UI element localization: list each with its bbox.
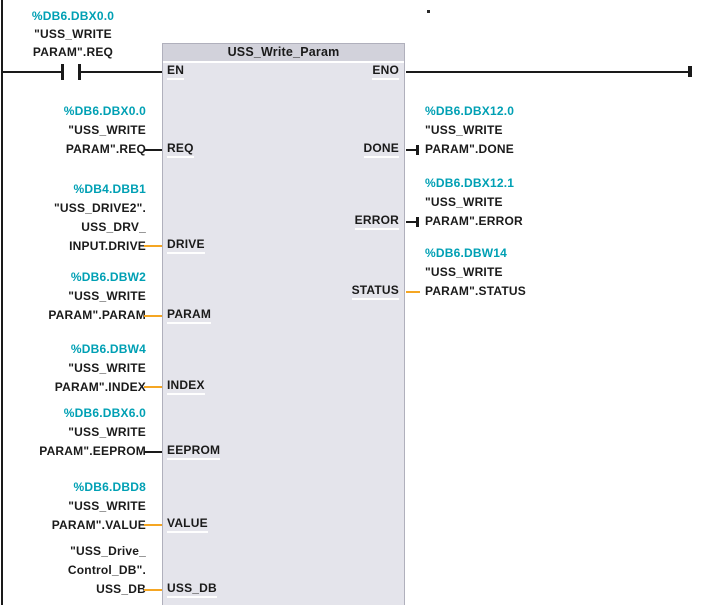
operand-address[interactable]: %DB6.DBX0.0 <box>63 104 146 118</box>
wire-status <box>406 291 420 293</box>
operand-name-line1[interactable]: "USS_WRITE <box>34 27 112 41</box>
operand-address[interactable]: %DB6.DBX0.0 <box>31 9 115 23</box>
operand-name-line1[interactable]: "USS_Drive_ <box>70 544 146 558</box>
pin-eno[interactable]: ENO <box>280 63 399 80</box>
operand-eeprom[interactable]: %DB6.DBX6.0 "USS_WRITE PARAM".EEPROM <box>0 404 146 461</box>
pin-drive[interactable]: DRIVE <box>167 237 205 254</box>
wire-uss-db <box>144 589 162 591</box>
operand-address[interactable]: %DB6.DBX6.0 <box>63 406 146 420</box>
operand-value[interactable]: %DB6.DBD8 "USS_WRITE PARAM".VALUE <box>0 478 146 535</box>
operand-name-line1[interactable]: "USS_WRITE <box>68 499 146 513</box>
wire-drive <box>144 245 162 247</box>
operand-name-line1[interactable]: "USS_WRITE <box>425 123 503 137</box>
block-title[interactable]: USS_Write_Param <box>163 44 404 63</box>
operand-name-line2[interactable]: PARAM".REQ <box>32 45 114 59</box>
comment-dot <box>427 10 430 13</box>
operand-address[interactable]: %DB6.DBW2 <box>70 270 146 284</box>
operand-name-line2[interactable]: PARAM".INDEX <box>54 380 146 394</box>
wire-done <box>406 149 419 151</box>
wire-contact-to-en <box>81 71 162 73</box>
operand-uss-db[interactable]: "USS_Drive_ Control_DB". USS_DB <box>0 542 146 599</box>
pin-status[interactable]: STATUS <box>280 283 399 300</box>
wire-index <box>144 386 162 388</box>
operand-drive[interactable]: %DB4.DBB1 "USS_DRIVE2". USS_DRV_ INPUT.D… <box>0 180 146 256</box>
pin-uss-db[interactable]: USS_DB <box>167 581 217 598</box>
operand-name-line1[interactable]: "USS_WRITE <box>68 123 146 137</box>
operand-address[interactable]: %DB6.DBX12.0 <box>425 104 515 118</box>
operand-name-line2[interactable]: Control_DB". <box>67 563 146 577</box>
wire-eeprom <box>144 451 162 453</box>
operand-name-line2[interactable]: PARAM".PARAM <box>48 308 146 322</box>
operand-name-line1[interactable]: "USS_DRIVE2". <box>53 201 146 215</box>
operand-name-line1[interactable]: "USS_WRITE <box>68 289 146 303</box>
operand-name-line3[interactable]: INPUT.DRIVE <box>69 239 146 253</box>
wire-eno-endcap <box>688 66 692 77</box>
operand-name-line1[interactable]: "USS_WRITE <box>425 265 503 279</box>
wire-rail-to-contact <box>3 71 61 73</box>
operand-name-line2[interactable]: PARAM".EEPROM <box>39 444 146 458</box>
contact-bar-right[interactable] <box>78 64 81 80</box>
operand-address[interactable]: %DB6.DBX12.1 <box>425 176 515 190</box>
operand-done[interactable]: %DB6.DBX12.0 "USS_WRITE PARAM".DONE <box>425 102 635 159</box>
operand-req[interactable]: %DB6.DBX0.0 "USS_WRITE PARAM".REQ <box>0 102 146 159</box>
operand-name-line1[interactable]: "USS_WRITE <box>68 425 146 439</box>
operand-name-line2[interactable]: PARAM".VALUE <box>51 518 146 532</box>
wire-eno <box>406 71 688 73</box>
operand-name-line2[interactable]: PARAM".REQ <box>65 142 146 156</box>
operand-status[interactable]: %DB6.DBW14 "USS_WRITE PARAM".STATUS <box>425 244 635 301</box>
pin-param[interactable]: PARAM <box>167 307 212 324</box>
operand-param[interactable]: %DB6.DBW2 "USS_WRITE PARAM".PARAM <box>0 268 146 325</box>
wire-value <box>144 524 162 526</box>
operand-name-line1[interactable]: "USS_WRITE <box>425 195 503 209</box>
pin-en[interactable]: EN <box>167 63 185 80</box>
contact-operand[interactable]: %DB6.DBX0.0 "USS_WRITE PARAM".REQ <box>0 7 146 61</box>
operand-name-line2[interactable]: PARAM".DONE <box>425 142 515 156</box>
pin-done[interactable]: DONE <box>280 141 399 158</box>
operand-address[interactable]: %DB4.DBB1 <box>73 182 146 196</box>
operand-address[interactable]: %DB6.DBW4 <box>70 342 146 356</box>
operand-address[interactable]: %DB6.DBD8 <box>73 480 146 494</box>
wire-req <box>144 149 162 151</box>
pin-error[interactable]: ERROR <box>280 213 399 230</box>
operand-index[interactable]: %DB6.DBW4 "USS_WRITE PARAM".INDEX <box>0 340 146 397</box>
operand-name-line2[interactable]: PARAM".ERROR <box>425 214 523 228</box>
wire-error-endcap <box>416 217 419 227</box>
pin-req[interactable]: REQ <box>167 141 194 158</box>
pin-index[interactable]: INDEX <box>167 378 205 395</box>
operand-name-line2[interactable]: PARAM".STATUS <box>425 284 526 298</box>
operand-name-line3[interactable]: USS_DB <box>96 582 146 596</box>
operand-name-line1[interactable]: "USS_WRITE <box>68 361 146 375</box>
power-rail <box>1 0 3 605</box>
operand-address[interactable]: %DB6.DBW14 <box>425 246 508 260</box>
pin-value[interactable]: VALUE <box>167 516 208 533</box>
fb-block-uss-write-param[interactable]: USS_Write_Param <box>162 43 405 605</box>
operand-error[interactable]: %DB6.DBX12.1 "USS_WRITE PARAM".ERROR <box>425 174 635 231</box>
contact-bar-left[interactable] <box>61 64 64 80</box>
pin-eeprom[interactable]: EEPROM <box>167 443 221 460</box>
wire-error <box>406 221 419 223</box>
wire-param <box>144 315 162 317</box>
wire-done-endcap <box>416 145 419 155</box>
operand-name-line2[interactable]: USS_DRV_ <box>81 220 146 234</box>
